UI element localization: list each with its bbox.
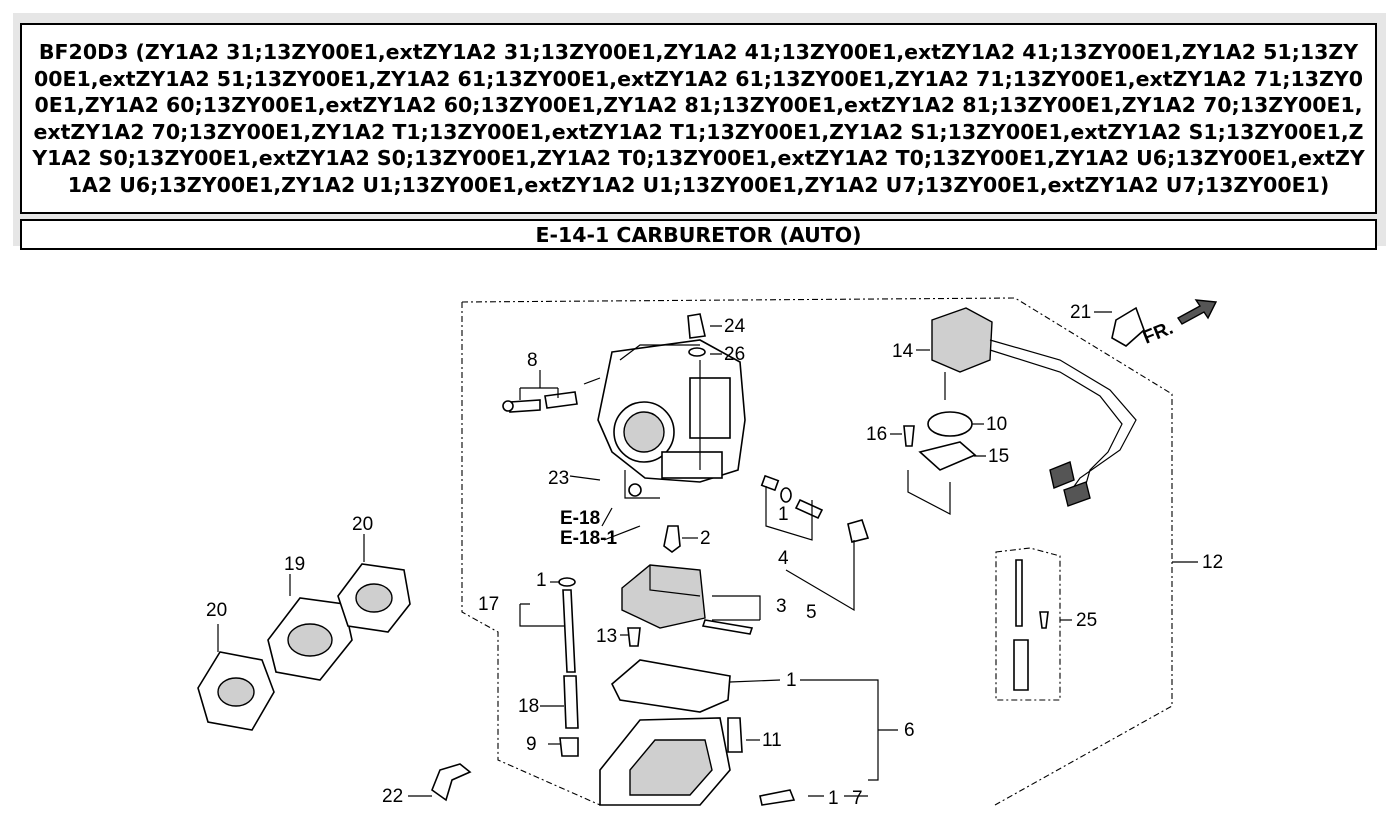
callout-19: 19 [284, 554, 305, 575]
ref-e18-1: E-18-1 [560, 528, 617, 549]
callout-12: 12 [1202, 552, 1223, 573]
callout-20-right: 20 [352, 514, 373, 535]
clip-21 [1111, 306, 1145, 347]
callout-3: 3 [776, 596, 787, 617]
callout-21: 21 [1070, 302, 1091, 323]
callout-15: 15 [988, 446, 1009, 467]
float-3 [621, 564, 754, 635]
callout-14: 14 [892, 341, 914, 362]
gasket-20-left [197, 651, 275, 731]
screw-13 [627, 627, 641, 647]
assembly-outline-left [461, 302, 601, 806]
leader-lines [217, 311, 1198, 797]
callout-4: 4 [778, 548, 789, 569]
callout-25: 25 [1076, 610, 1097, 631]
callout-8: 8 [527, 350, 538, 371]
assembly-outline [461, 297, 1173, 806]
callout-22: 22 [382, 786, 403, 807]
jet-parts [760, 474, 870, 543]
insulator-19 [267, 597, 353, 681]
float-valve-2 [663, 525, 681, 553]
callout-24: 24 [724, 316, 746, 337]
callout-5: 5 [806, 602, 817, 623]
callout-6: 6 [904, 720, 915, 741]
callout-11: 11 [762, 730, 782, 751]
callout-10: 10 [986, 414, 1007, 435]
callout-1-gasket: 1 [786, 670, 797, 691]
callout-7: 7 [852, 788, 863, 809]
callout-1-oring: 1 [828, 788, 839, 809]
header-panel: BF20D3 (ZY1A2 31;13ZY00E1,extZY1A2 31;13… [13, 13, 1386, 250]
callout-20-left: 20 [206, 600, 227, 621]
front-arrow-icon [1176, 299, 1218, 325]
callout-9: 9 [526, 734, 537, 755]
section-title: E-14-1 CARBURETOR (AUTO) [20, 219, 1377, 250]
gasket-20-right [337, 563, 411, 633]
model-title: BF20D3 (ZY1A2 31;13ZY00E1,extZY1A2 31;13… [32, 40, 1365, 197]
float-chamber-6 [599, 717, 796, 806]
ref-e18: E-18 [560, 508, 600, 529]
front-label: FR. [1140, 318, 1176, 349]
auto-choke-14 [903, 307, 1137, 507]
drain-screw-17 [558, 577, 579, 757]
callout-1-washer: 1 [536, 570, 547, 591]
float-chamber-gasket [611, 659, 731, 713]
callout-18: 18 [518, 696, 539, 717]
pilot-screw-8 [502, 377, 601, 413]
hose-22 [431, 763, 472, 802]
callout-16: 16 [866, 424, 887, 445]
callout-13: 13 [596, 626, 617, 647]
callout-1-jet: 1 [778, 504, 789, 525]
carburetor-body [597, 339, 746, 499]
fittings-24-26 [687, 313, 706, 357]
callout-23: 23 [548, 468, 569, 489]
kit-25 [995, 547, 1061, 701]
callout-26: 26 [724, 344, 745, 365]
callout-2: 2 [700, 528, 711, 549]
model-title-box: BF20D3 (ZY1A2 31;13ZY00E1,extZY1A2 31;13… [20, 23, 1377, 214]
callout-17: 17 [478, 594, 499, 615]
